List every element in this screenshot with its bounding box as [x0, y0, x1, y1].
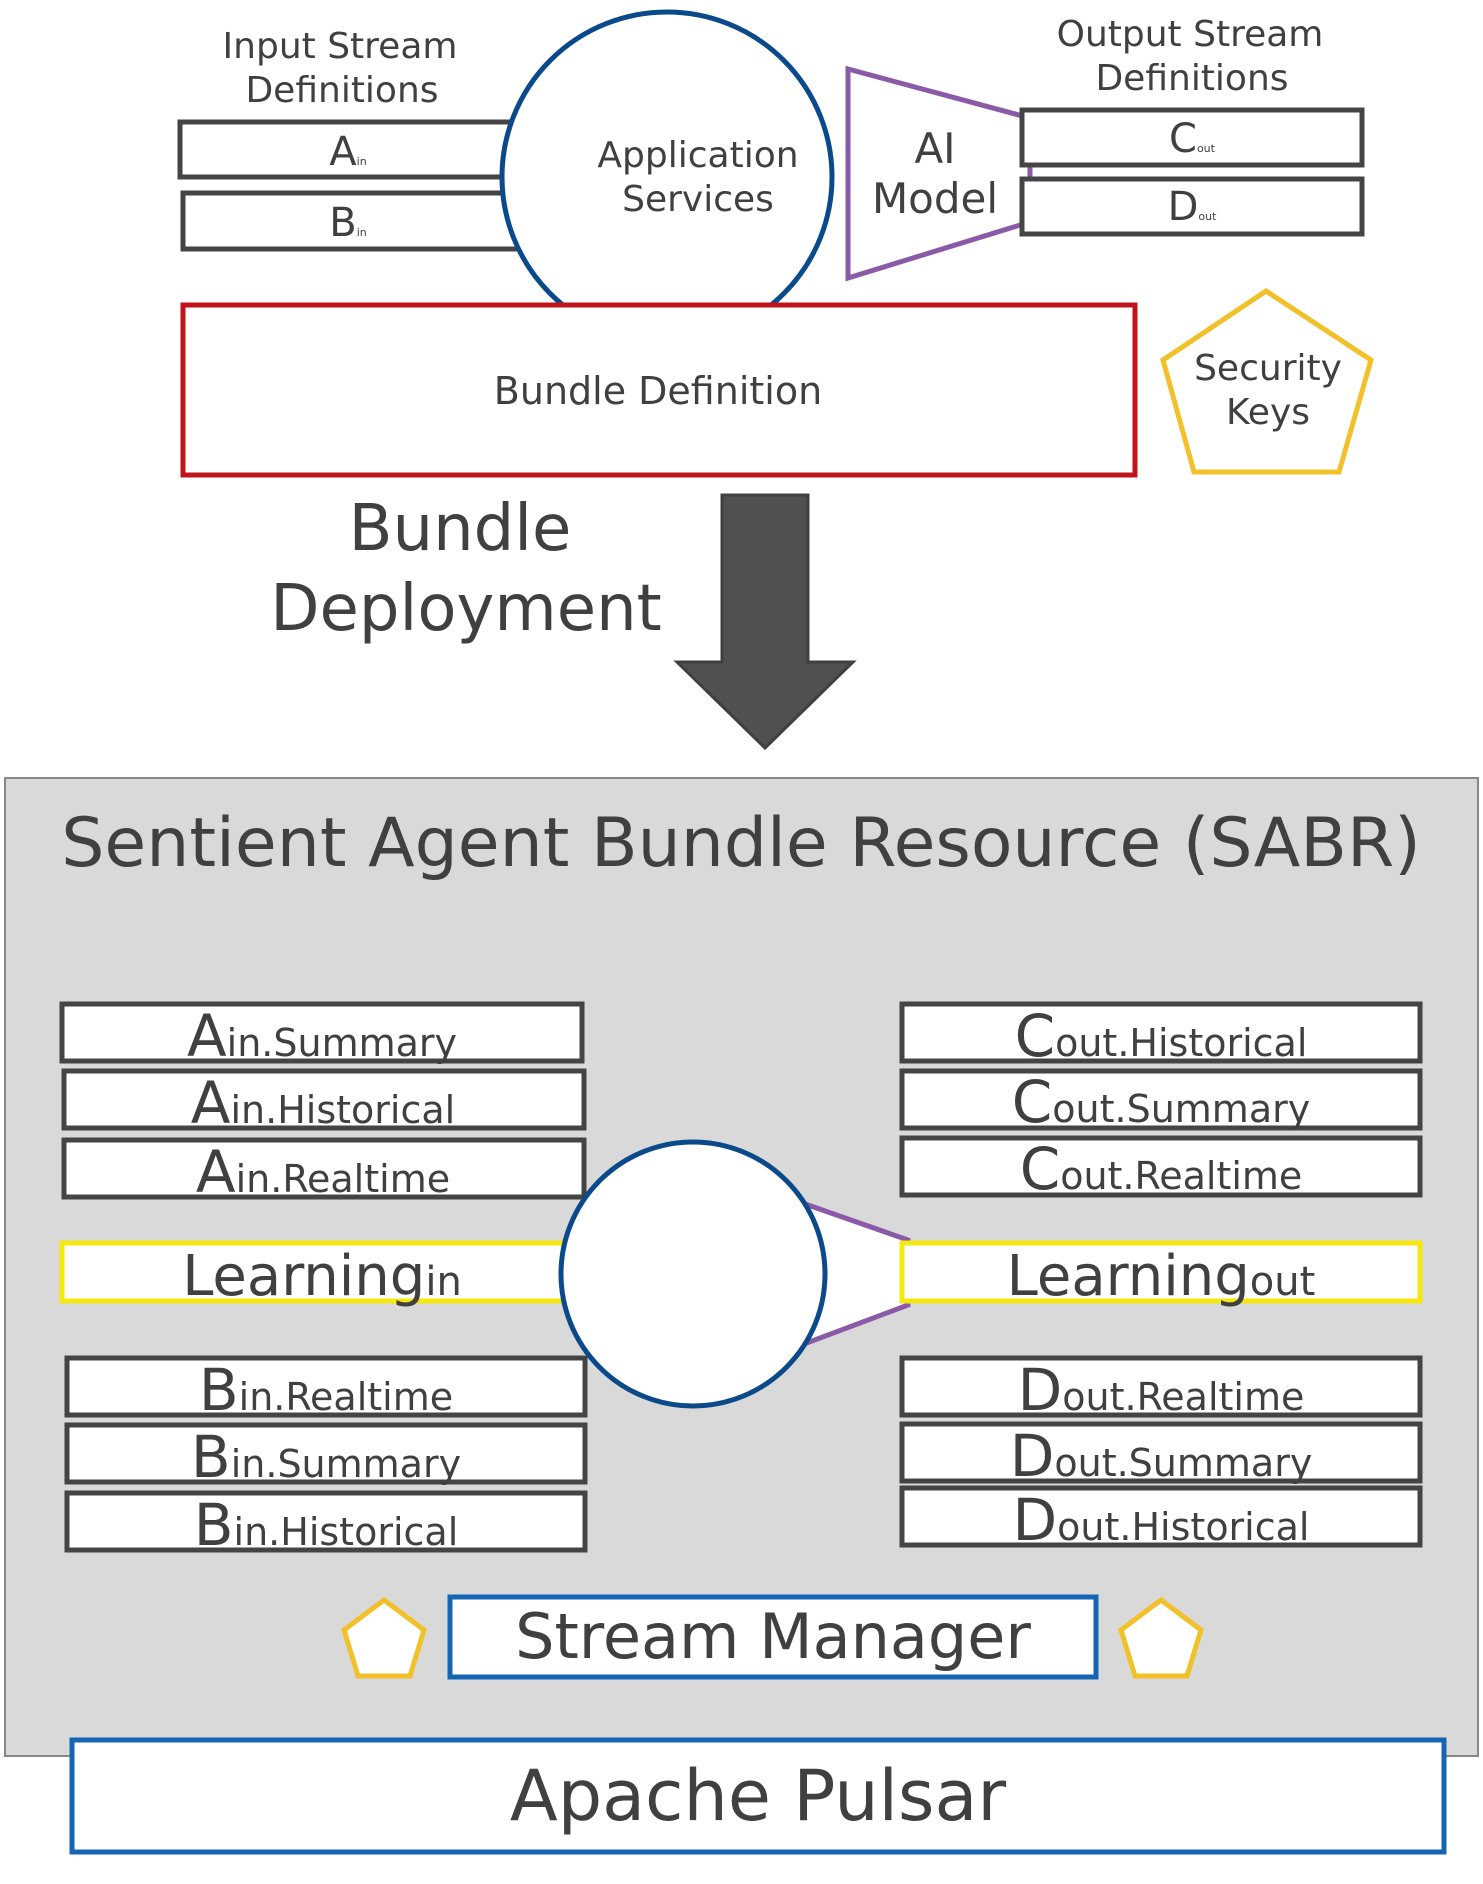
input-stream-a-box	[177, 119, 533, 180]
output-stream-c-label: Cout	[1169, 116, 1216, 162]
stream-box-d-summary	[899, 1421, 1423, 1484]
stream-manager-right-key-pentagon	[1118, 1596, 1204, 1679]
stream-label-c-realtime: Cout.Realtime	[1020, 1135, 1303, 1203]
b-input-streams: Bin.Realtime Bin.Summary Bin.Historical	[64, 1355, 588, 1559]
d-output-streams: Dout.Realtime Dout.Summary Dout.Historic…	[899, 1355, 1423, 1554]
stream-label-b-realtime: Bin.Realtime	[199, 1356, 453, 1424]
stream-manager-box	[447, 1594, 1099, 1680]
stream-box-a-summary	[59, 1001, 585, 1064]
stream-label-a-historical: Ain.Historical	[191, 1069, 455, 1137]
security-keys-pentagon	[1160, 287, 1374, 475]
input-stream-b-label: Bin	[329, 200, 367, 246]
stream-box-a-historical	[61, 1068, 587, 1131]
stream-box-b-realtime	[64, 1355, 588, 1418]
sabr-section: Sentient Agent Bundle Resource (SABR) Ai…	[4, 777, 1479, 1757]
deployment-down-arrow	[673, 493, 857, 751]
learning-in-label: Learningin	[182, 1244, 462, 1309]
output-stream-label-line2: Definitions	[1095, 58, 1288, 99]
bundle-definition-label: Bundle Definition	[494, 369, 822, 413]
apache-pulsar-box	[69, 1737, 1447, 1855]
stream-box-c-historical	[899, 1001, 1423, 1064]
application-services-circle	[499, 9, 835, 345]
security-keys-label-line1: Security	[1194, 348, 1342, 389]
sabr-title: Sentient Agent Bundle Resource (SABR)	[61, 804, 1420, 883]
apache-pulsar-label: Apache Pulsar	[510, 1755, 1007, 1837]
stream-label-c-summary: Cout.Summary	[1012, 1068, 1310, 1136]
stream-box-d-realtime	[899, 1355, 1423, 1418]
stream-manager-left-key-pentagon	[341, 1596, 427, 1679]
stream-label-b-historical: Bin.Historical	[194, 1491, 459, 1559]
application-services-label-line1: Application	[597, 135, 798, 176]
stream-box-c-realtime	[899, 1135, 1423, 1198]
input-stream-label-line1: Input Stream	[223, 26, 458, 67]
stream-box-b-historical	[64, 1490, 588, 1553]
stream-label-d-historical: Dout.Historical	[1013, 1486, 1310, 1554]
a-input-streams: Ain.Summary Ain.Historical Ain.Realtime	[59, 1001, 587, 1206]
bundle-deployment-label-line1: Bundle	[349, 492, 572, 566]
sabr-application-services-circle	[558, 1139, 828, 1409]
stream-label-d-summary: Dout.Summary	[1010, 1422, 1313, 1490]
stream-box-b-summary	[64, 1422, 588, 1485]
output-stream-d-box	[1019, 176, 1365, 237]
stream-box-a-realtime	[61, 1137, 587, 1200]
security-keys-label-line2: Keys	[1226, 392, 1310, 433]
application-services-label-line2: Services	[622, 179, 774, 220]
stream-label-a-summary: Ain.Summary	[187, 1002, 457, 1070]
output-stream-c-box	[1019, 107, 1365, 168]
bundle-definition-box	[180, 302, 1138, 478]
output-stream-d-label: Dout	[1168, 184, 1218, 230]
stream-box-d-historical	[899, 1485, 1423, 1548]
top-bundle-section: Input Stream Definitions Output Stream D…	[177, 9, 1374, 751]
ai-model-label-line2: Model	[872, 174, 998, 223]
learning-out-box	[899, 1240, 1423, 1304]
input-stream-a-label: Ain	[329, 129, 366, 175]
c-output-streams: Cout.Historical Cout.Summary Cout.Realti…	[899, 1001, 1423, 1203]
stream-label-d-realtime: Dout.Realtime	[1018, 1356, 1305, 1424]
stream-manager-label: Stream Manager	[515, 1600, 1031, 1673]
stream-label-c-historical: Cout.Historical	[1015, 1002, 1308, 1070]
stream-label-a-realtime: Ain.Realtime	[196, 1138, 450, 1206]
output-stream-label-line1: Output Stream	[1057, 14, 1324, 55]
bundle-deployment-label-line2: Deployment	[270, 572, 661, 646]
learning-out-label: Learningout	[1007, 1244, 1316, 1309]
ai-model-label-line1: AI	[914, 124, 955, 173]
learning-in-box	[59, 1240, 585, 1304]
input-stream-label-line2: Definitions	[245, 70, 438, 111]
stream-label-b-summary: Bin.Summary	[191, 1423, 461, 1491]
stream-box-c-summary	[899, 1068, 1423, 1131]
